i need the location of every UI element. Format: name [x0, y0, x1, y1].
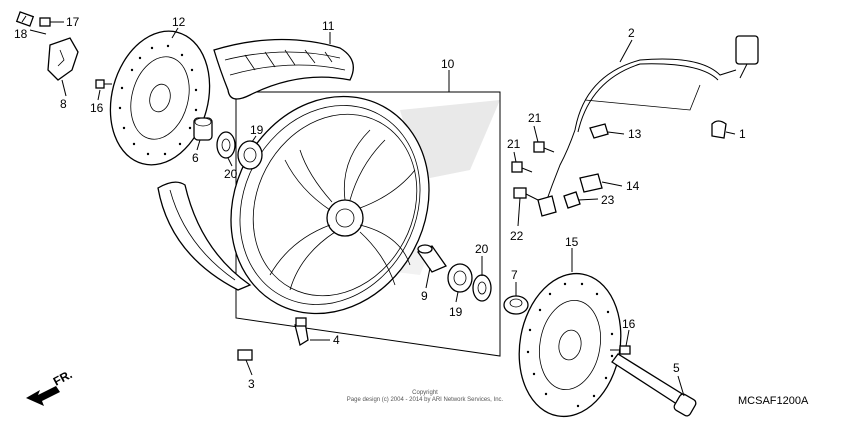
bolt-21-upper-part — [533, 141, 555, 153]
callout-18: 18 — [14, 27, 28, 41]
bolt-16-left-part — [95, 79, 112, 89]
clamp-1-part — [711, 120, 727, 139]
callout-15: 15 — [565, 235, 579, 249]
bearing-19-left-part — [237, 140, 263, 170]
wheel-part — [230, 95, 430, 315]
bolt-22-part — [513, 187, 539, 201]
callout-10: 10 — [441, 57, 455, 71]
bolt-18-part — [15, 11, 47, 35]
front-direction-arrow-icon: FR. — [26, 367, 74, 406]
callout-2: 2 — [628, 26, 635, 40]
valve-4-part — [294, 317, 309, 347]
leader-lines — [21, 15, 736, 397]
clamp-23-part — [563, 191, 581, 209]
callout-4: 4 — [333, 333, 340, 347]
callout-14: 14 — [626, 179, 640, 193]
callout-7: 7 — [511, 268, 518, 282]
copyright-title: Copyright — [412, 390, 438, 396]
callout-3: 3 — [248, 377, 255, 391]
callout-11: 11 — [322, 19, 335, 33]
sensor-wire-part — [537, 35, 759, 217]
callout-5: 5 — [673, 361, 680, 375]
collar-7-part — [503, 295, 529, 315]
callout-6: 6 — [192, 151, 199, 165]
bearing-19-right-part — [447, 263, 473, 293]
tire-half-part — [157, 181, 252, 291]
callout-20-left: 20 — [224, 167, 238, 181]
bolt-21-lower-part — [511, 161, 533, 173]
callout-21-lower: 21 — [507, 137, 521, 151]
clamp-13-part — [589, 123, 609, 139]
callout-13: 13 — [628, 127, 642, 141]
callout-22: 22 — [510, 229, 524, 243]
callout-23: 23 — [601, 193, 615, 207]
seal-20-left-part — [216, 131, 236, 159]
callout-17: 17 — [66, 15, 80, 29]
callout-19-left: 19 — [250, 123, 264, 137]
callout-8: 8 — [60, 97, 67, 111]
axle-part — [611, 353, 697, 417]
callout-16-left: 16 — [90, 101, 104, 115]
diagram-code: MCSAF1200A — [738, 395, 809, 407]
callout-21-upper: 21 — [528, 111, 542, 125]
brake-disc-left-part — [109, 30, 211, 166]
callout-labels: 1 2 3 4 5 6 7 8 9 10 11 12 13 14 15 16 1… — [14, 15, 746, 391]
callout-12: 12 — [172, 15, 186, 29]
callout-20-right: 20 — [475, 242, 489, 256]
callout-9: 9 — [421, 289, 428, 303]
tire-top-part — [213, 38, 354, 100]
seal-20-right-part — [472, 274, 492, 302]
bolt-16-right-part — [610, 345, 631, 355]
callout-1: 1 — [739, 127, 746, 141]
direction-label: FR. — [51, 367, 75, 388]
collar-6-part — [193, 117, 213, 141]
copyright-text: Page design (c) 2004 - 2014 by ARI Netwo… — [347, 397, 504, 403]
brake-disc-right-part — [518, 272, 622, 418]
callout-16-right: 16 — [622, 317, 636, 331]
clamp-14-part — [579, 173, 603, 193]
spacer-9-part — [417, 244, 447, 273]
weight-3-part — [237, 349, 253, 361]
flange-part — [47, 37, 79, 81]
callout-19-right: 19 — [449, 305, 463, 319]
